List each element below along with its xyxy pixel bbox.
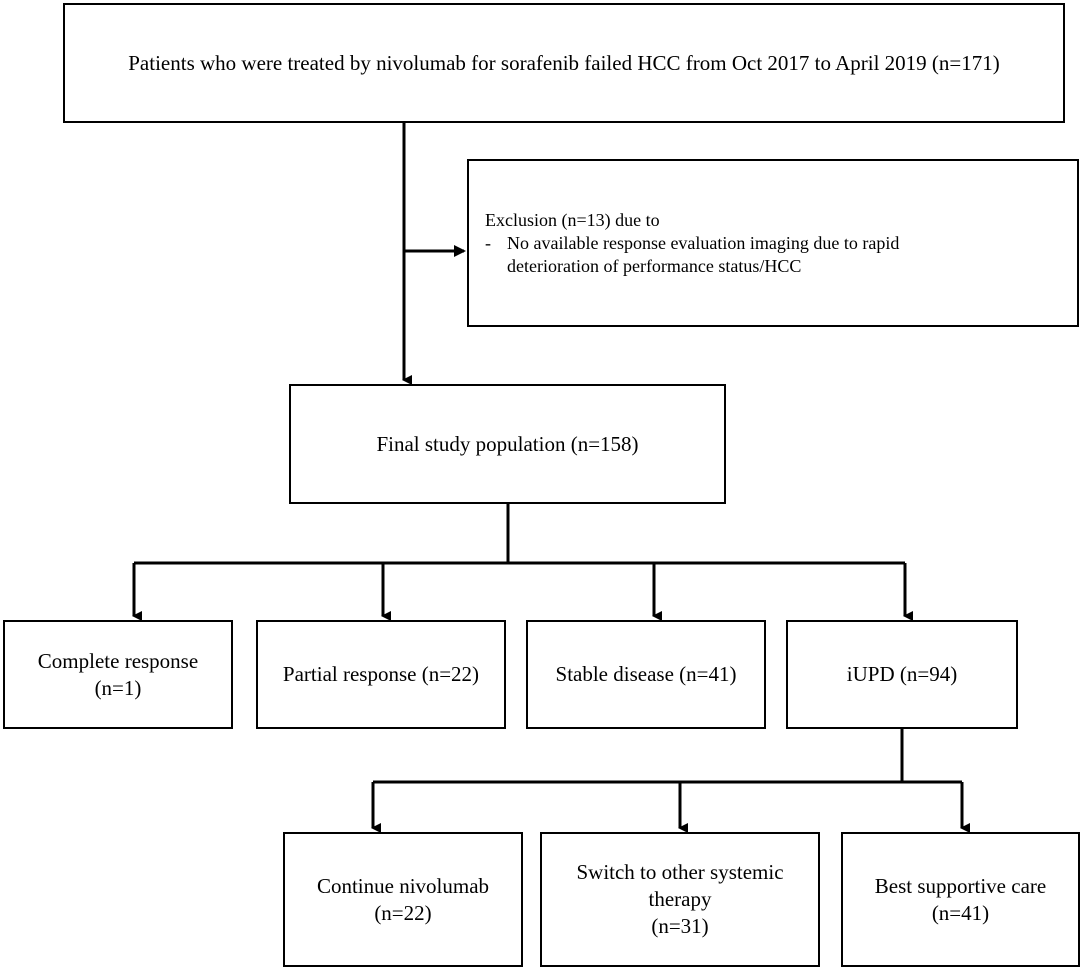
patients-text: Patients who were treated by nivolumab f… — [128, 50, 1000, 75]
switch-therapy-line2: therapy — [648, 887, 712, 911]
complete-response-label: Complete response — [37, 648, 199, 673]
continue-nivolumab-label: Continue nivolumab — [316, 873, 490, 898]
stable-disease-box: Stable disease (n=41) — [526, 620, 766, 729]
continue-nivolumab-box: Continue nivolumab (n=22) — [283, 832, 523, 967]
iupd-text: iUPD (n=94) — [846, 662, 958, 686]
switch-therapy-line1: Switch to other systemic — [576, 860, 784, 884]
best-supportive-care-count: (n=41) — [931, 900, 990, 925]
bullet-marker: - — [485, 232, 491, 253]
patients-box: Patients who were treated by nivolumab f… — [63, 3, 1065, 123]
complete-response-box: Complete response (n=1) — [3, 620, 233, 729]
partial-response-box: Partial response (n=22) — [256, 620, 506, 729]
switch-therapy-box: Switch to other systemic therapy (n=31) — [540, 832, 820, 967]
exclusion-box: Exclusion (n=13) due to - No available r… — [467, 159, 1079, 327]
stable-disease-text: Stable disease (n=41) — [555, 662, 737, 686]
final-population-text: Final study population (n=158) — [376, 431, 639, 456]
final-population-box: Final study population (n=158) — [289, 384, 726, 504]
continue-nivolumab-count: (n=22) — [374, 900, 432, 925]
best-supportive-care-label: Best supportive care — [874, 873, 1047, 898]
iupd-box: iUPD (n=94) — [786, 620, 1018, 729]
exclusion-reason-line2: deterioration of performance status/HCC — [507, 255, 802, 276]
exclusion-heading: Exclusion (n=13) due to — [485, 209, 660, 230]
partial-response-text: Partial response (n=22) — [282, 662, 480, 686]
switch-therapy-count: (n=31) — [651, 914, 709, 938]
exclusion-reason-line1: No available response evaluation imaging… — [507, 232, 900, 253]
best-supportive-care-box: Best supportive care (n=41) — [841, 832, 1080, 967]
complete-response-count: (n=1) — [94, 675, 142, 700]
